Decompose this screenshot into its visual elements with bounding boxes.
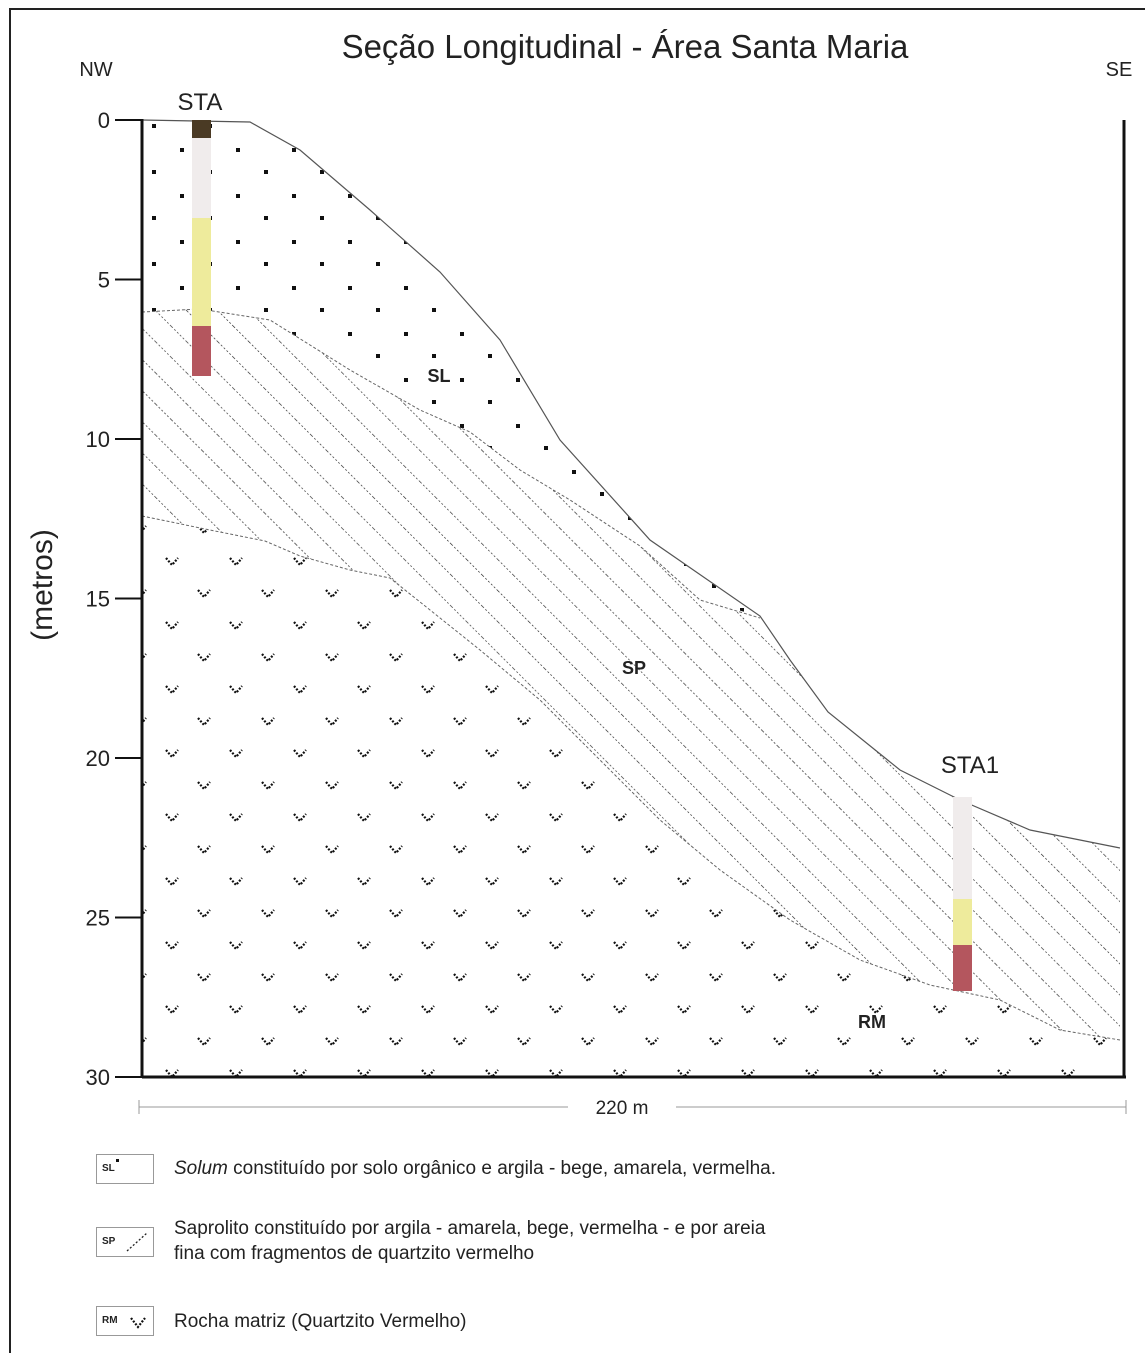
legend-saprolito-line1: Saprolito constituído por argila - amare… xyxy=(174,1218,766,1239)
legend-code-sp: SP xyxy=(102,1236,116,1247)
zone-label-rm: RM xyxy=(858,1012,886,1032)
y-axis-ticks: 0 5 10 15 20 25 30 xyxy=(86,108,142,1090)
well-sta1-beige-layer xyxy=(953,797,972,899)
solum-region xyxy=(142,120,760,616)
legend-solum-text: constituído por solo orgânico e argila -… xyxy=(227,1158,776,1179)
legend-item-rocha: Rocha matriz (Quartzito Vermelho) xyxy=(174,1309,467,1334)
y-axis-label: (metros) xyxy=(26,529,59,641)
legend-saprolito-line2: fina com fragmentos de quartzito vermelh… xyxy=(174,1243,535,1264)
zone-label-sl: SL xyxy=(427,366,450,386)
direction-se: SE xyxy=(1106,59,1133,81)
well-sta-red-layer xyxy=(192,326,211,376)
well-sta1-yellow-layer xyxy=(953,899,972,945)
well-sta-column xyxy=(192,120,211,376)
legend-rocha-text: Rocha matriz (Quartzito Vermelho) xyxy=(174,1311,467,1332)
legend-solum-emphasis: Solum xyxy=(174,1158,228,1179)
rocha-matriz-region xyxy=(142,516,1120,1077)
y-tick-label: 30 xyxy=(86,1065,110,1090)
direction-nw: NW xyxy=(79,59,112,81)
well-sta-yellow-layer xyxy=(192,218,211,326)
diagram-frame xyxy=(9,8,1145,1353)
y-tick-label: 20 xyxy=(86,746,110,771)
legend-item-solum: Solum constituído por solo orgânico e ar… xyxy=(174,1156,776,1181)
y-tick-label: 10 xyxy=(86,427,110,452)
well-sta1-label: STA1 xyxy=(941,752,999,779)
legend-hatch-icon xyxy=(126,1232,148,1252)
legend-item-saprolito: Saprolito constituído por argila - amare… xyxy=(174,1216,765,1266)
well-sta-beige-layer xyxy=(192,138,211,218)
y-tick-label: 25 xyxy=(86,906,110,931)
y-tick-label: 5 xyxy=(98,268,110,293)
zone-label-sp: SP xyxy=(622,658,646,678)
well-sta-organic-layer xyxy=(192,120,211,138)
section-title: Seção Longitudinal - Área Santa Maria xyxy=(342,28,909,65)
legend-swatch-solum: SL xyxy=(96,1154,154,1184)
legend-code-sl: SL xyxy=(102,1163,115,1174)
ground-surface-line xyxy=(141,119,1121,849)
well-sta1-column xyxy=(953,797,972,991)
saprolito-region xyxy=(142,309,1120,1040)
solum-saprolito-boundary xyxy=(141,308,761,619)
well-sta1-red-layer xyxy=(953,945,972,991)
y-tick-label: 0 xyxy=(98,108,110,133)
legend-swatch-rocha: RM xyxy=(96,1306,154,1336)
y-tick-label: 15 xyxy=(86,587,110,612)
scale-bar: 220 m xyxy=(138,1098,1127,1119)
scale-label: 220 m xyxy=(596,1098,649,1119)
legend-code-rm: RM xyxy=(102,1315,118,1326)
legend-vee-icon xyxy=(130,1317,146,1329)
well-sta-label: STA xyxy=(178,89,223,116)
legend-swatch-saprolito: SP xyxy=(96,1227,154,1257)
saprolito-rocha-boundary xyxy=(141,515,1121,1041)
legend-dot-icon xyxy=(116,1159,119,1162)
